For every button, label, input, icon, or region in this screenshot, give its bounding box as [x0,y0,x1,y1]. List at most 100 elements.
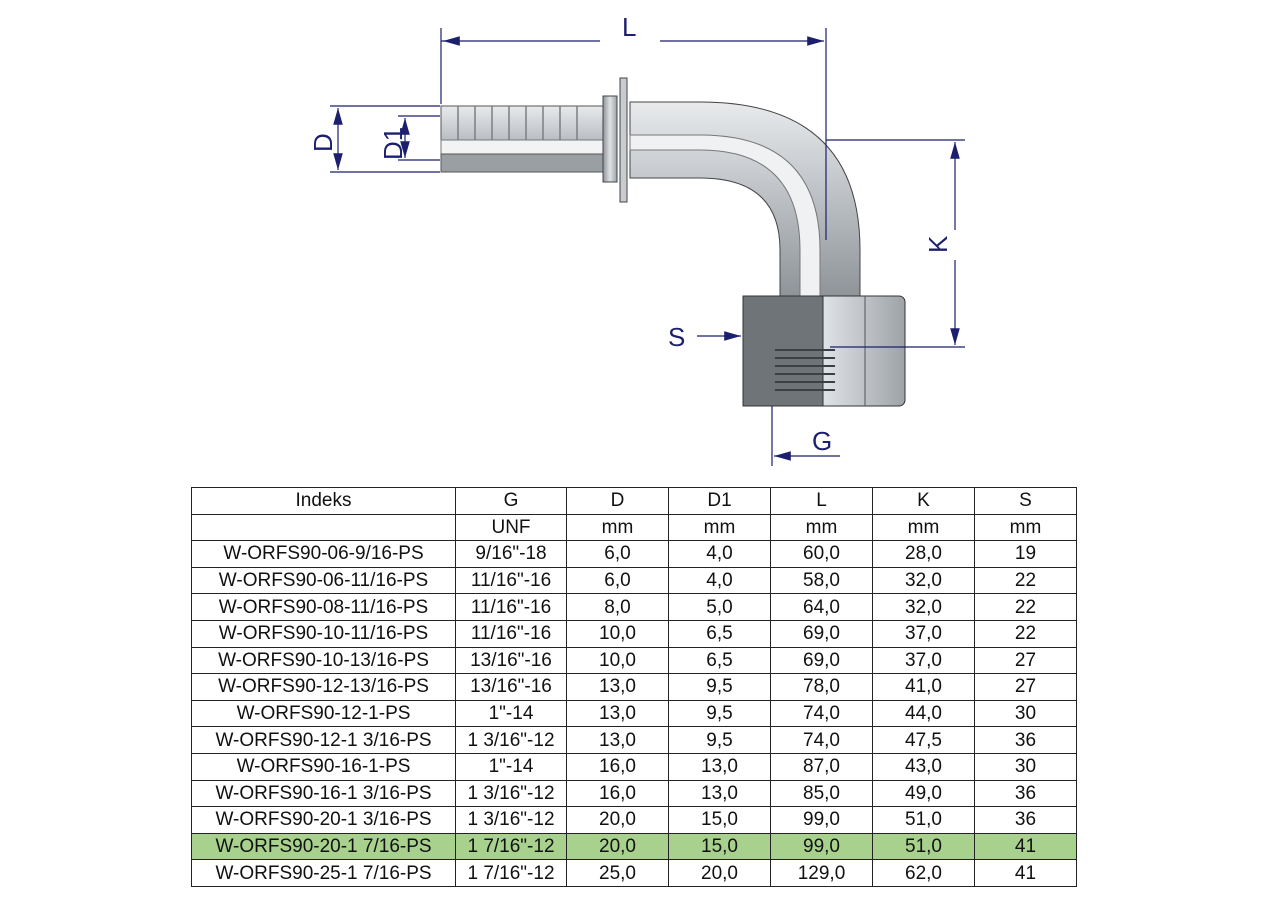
table-cell: 32,0 [872,593,975,621]
table-cell: 13,0 [566,726,669,754]
table-cell: 62,0 [872,859,975,887]
table-cell: W-ORFS90-08-11/16-PS [191,593,456,621]
table-cell: W-ORFS90-20-1 3/16-PS [191,806,456,834]
table-cell: 36 [974,779,1077,808]
table-cell: 9/16"-18 [455,540,567,568]
unit-cell: mm [872,513,975,542]
table-cell: 36 [974,726,1077,754]
table-cell: 37,0 [872,646,975,675]
table-cell: W-ORFS90-12-1 3/16-PS [191,726,456,754]
dimension-lines [330,28,965,466]
table-cell: 49,0 [872,779,975,808]
fitting-body [440,77,906,407]
table-cell: 1"-14 [455,752,567,781]
table-cell: 16,0 [566,752,669,781]
unit-cell: mm [974,513,1077,542]
table-cell: 74,0 [770,726,873,754]
table-cell: W-ORFS90-16-1-PS [191,752,456,781]
table-cell: 51,0 [872,832,975,861]
table-cell: 4,0 [668,540,771,568]
dim-label-G: G [812,426,832,456]
header-cell: G [455,487,567,515]
table-cell: 13,0 [566,673,669,701]
dim-label-K: K [923,235,953,253]
table-cell: 13,0 [668,752,771,781]
table-cell: W-ORFS90-06-9/16-PS [191,540,456,568]
table-cell: 4,0 [668,566,771,595]
table-cell: 99,0 [770,806,873,834]
table-cell: 78,0 [770,673,873,701]
table-header-row: Indeks G D D1 L K S [191,487,1077,515]
dim-label-S: S [668,322,685,352]
table-cell: 9,5 [668,726,771,754]
table-cell: 37,0 [872,619,975,648]
fitting-technical-drawing: L D D1 K S G [308,12,965,466]
table-cell: W-ORFS90-20-1 7/16-PS [191,832,456,861]
table-cell: 13/16"-16 [455,673,567,701]
table-cell: 19 [974,540,1077,568]
dim-label-D: D [308,133,338,152]
table-cell: 6,5 [668,646,771,675]
unit-cell: UNF [455,513,567,542]
table-cell: 1 7/16"-12 [455,832,567,861]
table-cell: 60,0 [770,540,873,568]
table-cell: 69,0 [770,646,873,675]
table-cell: 22 [974,593,1077,621]
table-cell: 85,0 [770,779,873,808]
table-cell: 129,0 [770,859,873,887]
table-cell: 13/16"-16 [455,646,567,675]
table-cell: 8,0 [566,593,669,621]
table-cell: 13,0 [668,779,771,808]
table-cell: 58,0 [770,566,873,595]
header-cell: D1 [668,487,771,515]
table-cell: 5,0 [668,593,771,621]
table-cell: 10,0 [566,619,669,648]
table-cell: 1 3/16"-12 [455,779,567,808]
table-cell: 30 [974,699,1077,728]
table-cell: 1 3/16"-12 [455,806,567,834]
table-cell: 20,0 [668,859,771,887]
table-cell: 43,0 [872,752,975,781]
table-cell: W-ORFS90-25-1 7/16-PS [191,859,456,887]
table-cell: 30 [974,752,1077,781]
table-cell: 44,0 [872,699,975,728]
table-cell: 47,5 [872,726,975,754]
table-cell: 6,0 [566,540,669,568]
table-cell: 15,0 [668,806,771,834]
table-cell: 20,0 [566,806,669,834]
table-cell: 51,0 [872,806,975,834]
table-cell: W-ORFS90-10-13/16-PS [191,646,456,675]
table-cell: 87,0 [770,752,873,781]
unit-cell: mm [566,513,669,542]
unit-cell: mm [668,513,771,542]
table-cell: 13,0 [566,699,669,728]
table-cell: 69,0 [770,619,873,648]
header-cell: D [566,487,669,515]
dimensions-table: Indeks G D D1 L K S UNF mm mm mm mm mm W… [191,487,1077,887]
table-cell: 99,0 [770,832,873,861]
table-cell: 22 [974,619,1077,648]
table-cell: 6,5 [668,619,771,648]
table-cell: 32,0 [872,566,975,595]
table-cell: 1 7/16"-12 [455,859,567,887]
table-cell: 25,0 [566,859,669,887]
table-cell: 36 [974,806,1077,834]
header-cell: S [974,487,1077,515]
table-cell: W-ORFS90-12-1-PS [191,699,456,728]
table-cell: 22 [974,566,1077,595]
table-cell: W-ORFS90-16-1 3/16-PS [191,779,456,808]
table-cell: 9,5 [668,699,771,728]
table-cell: 41 [974,859,1077,887]
table-cell: 9,5 [668,673,771,701]
table-cell: 1 3/16"-12 [455,726,567,754]
